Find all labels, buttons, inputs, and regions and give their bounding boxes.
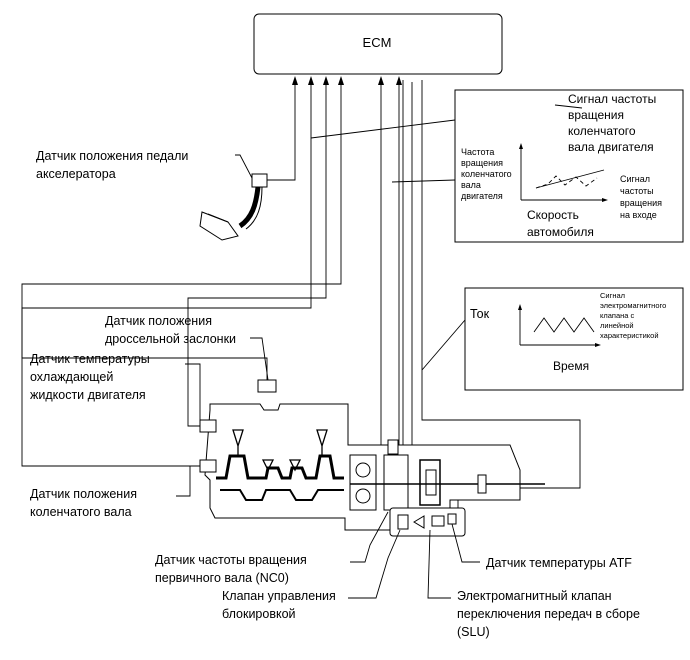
throttle-sensor — [257, 379, 277, 393]
shift-solenoid-label: Электромагнитный клапан переключения пер… — [457, 589, 643, 639]
crank-label: Датчик положения коленчатого вала — [30, 487, 140, 519]
graph1-x-arrow — [602, 198, 608, 202]
lockup-label-leader — [348, 529, 401, 599]
graph2-ylabel: Ток — [470, 307, 490, 321]
graph2-signal-line — [533, 317, 595, 333]
input-speed-label-leader — [350, 511, 389, 563]
graph2-pointer — [421, 319, 466, 371]
graph2-y-arrow — [518, 304, 522, 310]
coolant-sensor — [199, 419, 217, 433]
graph2-box — [464, 287, 684, 391]
wire-coolant — [187, 80, 327, 427]
throttle-label-leader — [250, 337, 269, 381]
input-speed-label: Датчик частоты вращения первичного вала … — [155, 553, 310, 585]
atf-temp-label: Датчик температуры ATF — [486, 556, 632, 570]
graph1-engine-signal-line — [535, 169, 605, 189]
graph2-x-arrow — [595, 343, 601, 347]
throttle-label: Датчик положения дроссельной заслонки — [105, 314, 236, 346]
lockup-label: Клапан управления блокировкой — [222, 589, 339, 621]
coolant-label: Датчик температуры охлаждающей жидкости … — [30, 352, 153, 402]
arrowheads — [292, 76, 402, 85]
wire-input-speed — [380, 80, 394, 459]
graph1-engine-signal-label: Сигнал частоты вращения коленчатого вала… — [568, 92, 660, 154]
graph1-input-signal-line — [535, 175, 598, 189]
graph1-box — [454, 89, 684, 243]
graph1-input-signal-label: Сигнал частоты вращения на входе — [620, 174, 665, 220]
accel-pedal-label: Датчик положения педали акселератора — [36, 149, 192, 181]
graph1-pointer-top — [310, 119, 456, 139]
graph2-xlabel: Время — [553, 359, 589, 373]
wire-accel-pedal — [267, 80, 296, 181]
crank-sensor — [199, 459, 217, 473]
graph1-xlabel: Скорость автомобиля — [527, 208, 594, 239]
accel-pedal-sensor — [199, 173, 268, 241]
ecm-label: ECM — [363, 35, 392, 50]
input-speed-sensor — [387, 439, 399, 455]
coolant-label-leader — [185, 363, 201, 420]
engine-transmission — [204, 403, 545, 537]
graph1-pointer-bottom — [391, 179, 456, 183]
accel-label-leader — [235, 154, 253, 179]
crank-label-leader — [176, 465, 200, 497]
solenoid-label-leader — [427, 529, 451, 599]
graph1-label-leader — [554, 104, 583, 109]
graph1-ylabel: Частота вращения коленчатого вала двигат… — [461, 147, 514, 201]
ecm-box — [253, 13, 503, 75]
wire-crank — [21, 80, 342, 467]
atf-label-leader — [451, 523, 480, 563]
graph2-signal-label: Сигнал электромагнитного клапана с линей… — [600, 291, 668, 340]
graph1-y-arrow — [519, 143, 523, 149]
